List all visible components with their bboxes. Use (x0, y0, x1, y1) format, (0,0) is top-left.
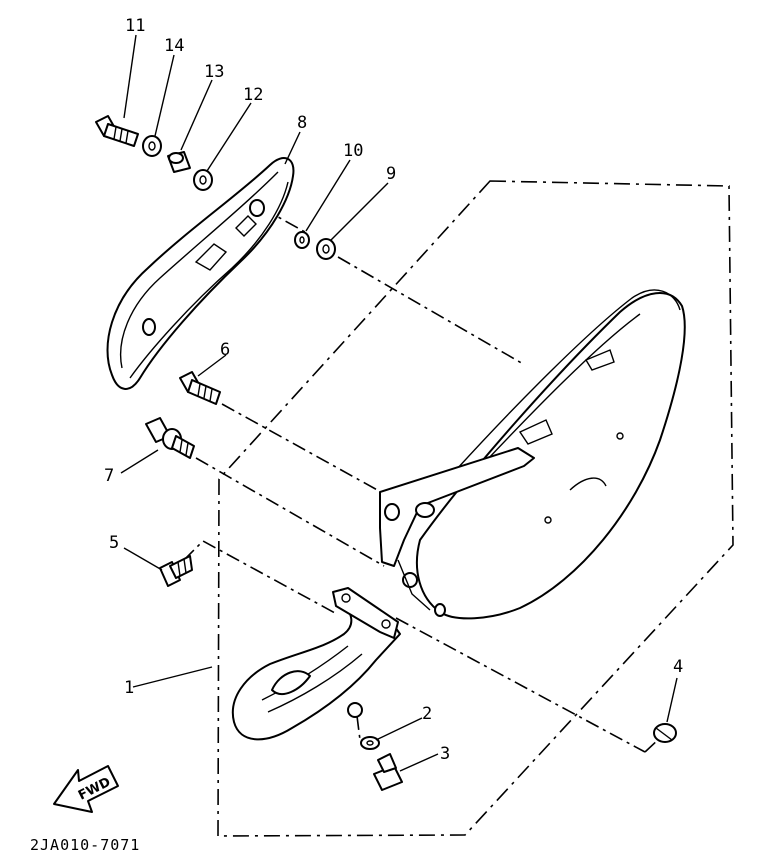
washer-10 (294, 231, 310, 249)
callout-7: 7 (104, 466, 114, 486)
washer-4 (653, 723, 677, 743)
callout-3: 3 (440, 744, 450, 764)
callout-4: 4 (673, 657, 683, 677)
bolt-11 (95, 115, 139, 147)
callout-12: 12 (243, 85, 263, 105)
callout-labels: 1 2 3 4 5 6 7 8 9 10 11 12 13 14 (104, 16, 683, 764)
assembly-boundary (217, 180, 734, 837)
bolt-7 (145, 417, 195, 459)
collar-13 (167, 151, 191, 173)
callout-6: 6 (220, 340, 230, 360)
callout-13: 13 (204, 62, 224, 82)
grommet-12 (193, 169, 213, 191)
callout-10: 10 (343, 141, 363, 161)
washer-14 (142, 135, 162, 157)
leader-lines (120, 34, 678, 772)
forward-arrow: FWD (53, 765, 119, 813)
callout-9: 9 (386, 164, 396, 184)
gasket-2 (360, 736, 380, 750)
exhaust-pipe (231, 587, 401, 741)
bolt-6 (179, 371, 221, 405)
drawing-code: 2JA010-7071 (30, 836, 140, 854)
washer-9 (316, 238, 336, 260)
callout-1: 1 (124, 678, 134, 698)
muffler (379, 289, 686, 620)
bolt-3 (373, 753, 403, 791)
callout-8: 8 (297, 113, 307, 133)
heat-shield (106, 157, 295, 390)
callout-5: 5 (109, 533, 119, 553)
callout-2: 2 (422, 704, 432, 724)
callout-14: 14 (164, 36, 184, 56)
callout-11: 11 (125, 16, 145, 36)
bolt-5 (159, 555, 193, 587)
